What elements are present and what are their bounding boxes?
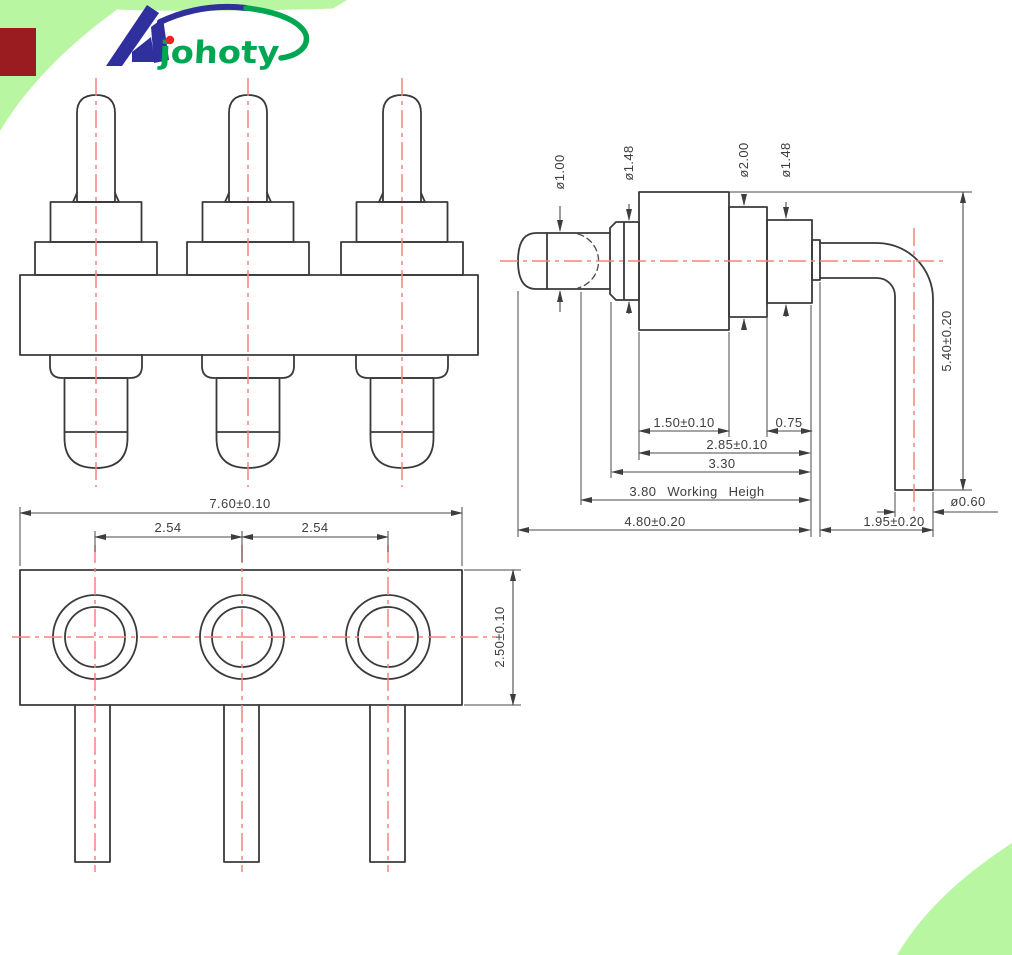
dim-7-60: 7.60±0.10 <box>209 496 270 511</box>
logo-j-dot <box>165 35 175 45</box>
dim-1-50: 1.50±0.10 <box>653 415 714 430</box>
leg <box>74 704 111 863</box>
dim-2-54-a: 2.54 <box>155 520 182 535</box>
bent-tail <box>819 242 934 491</box>
dim-phi-2-00: ø2.00 <box>736 142 751 177</box>
dim-phi-1-00: ø1.00 <box>552 154 567 189</box>
dim-phi-0-60: ø0.60 <box>950 494 985 509</box>
dim-4-80: 4.80±0.20 <box>624 514 685 529</box>
logo: johoty <box>106 3 310 71</box>
centerlines <box>12 78 948 872</box>
dim-5-40: 5.40±0.20 <box>939 310 954 371</box>
logo-swoosh-green <box>243 5 310 61</box>
front-view-housing-plate <box>19 274 479 356</box>
dimension-lines <box>19 191 998 706</box>
dim-phi-1-48-a: ø1.48 <box>621 145 636 180</box>
dim-0-75: 0.75 <box>776 415 803 430</box>
leg <box>223 704 260 863</box>
bottom-view <box>19 569 463 863</box>
extension-lines <box>19 191 972 706</box>
red-accent-block <box>0 28 36 76</box>
dim-3-80-working-height: 3.80 Working Heigh <box>629 484 764 499</box>
logo-swoosh-blue <box>157 3 249 25</box>
dimension-labels: ø1.00 ø1.48 ø2.00 ø1.48 1.50±0.10 0.75 2… <box>155 142 986 667</box>
dim-1-95: 1.95±0.20 <box>863 514 924 529</box>
corner-decoration-bottom-right <box>897 843 1012 955</box>
brand-text: johoty <box>156 35 280 71</box>
front-view <box>19 94 479 469</box>
neck <box>811 239 821 281</box>
logo-arrow-icon <box>106 5 169 66</box>
dim-phi-1-48-b: ø1.48 <box>778 142 793 177</box>
dim-2-50: 2.50±0.10 <box>492 606 507 667</box>
leg <box>369 704 406 863</box>
dim-2-54-b: 2.54 <box>302 520 329 535</box>
corner-decoration-top-left <box>0 0 347 131</box>
mid-step <box>728 206 768 318</box>
dim-2-85: 2.85±0.10 <box>706 437 767 452</box>
dim-3-30: 3.30 <box>709 456 736 471</box>
